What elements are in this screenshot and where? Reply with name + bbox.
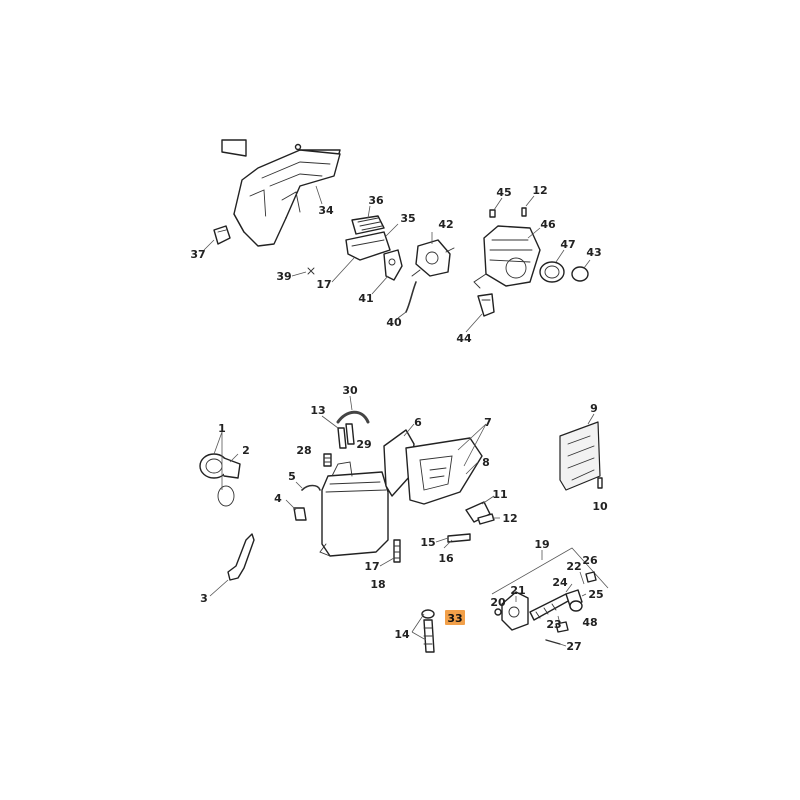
callout-18: 18: [370, 578, 385, 591]
callout-12-top: 12: [532, 184, 547, 197]
callout-47: 47: [560, 238, 575, 251]
callout-43: 43: [586, 246, 601, 259]
callout-21: 21: [510, 584, 525, 597]
callout-20: 20: [490, 596, 506, 609]
callout-15: 15: [420, 536, 435, 549]
callout-44: 44: [456, 332, 472, 345]
callout-17-top: 17: [316, 278, 331, 291]
callout-42: 42: [438, 218, 453, 231]
callout-4: 4: [274, 492, 282, 505]
callout-34: 34: [318, 204, 334, 217]
callout-12-bottom: 12: [502, 512, 517, 525]
callout-24: 24: [552, 576, 568, 589]
oil-pump-plate-part[interactable]: [501, 591, 529, 631]
callout-9: 9: [590, 402, 598, 415]
callout-5: 5: [288, 470, 296, 483]
callout-41: 41: [358, 292, 373, 305]
callout-37: 37: [190, 248, 205, 261]
callout-17-bottom: 17: [364, 560, 379, 573]
screw-45-part[interactable]: [489, 209, 496, 218]
bracket-part[interactable]: [383, 249, 403, 281]
callout-33-highlighted[interactable]: 33: [445, 610, 465, 625]
pin-15-part[interactable]: [447, 533, 471, 543]
bolt-17-part[interactable]: [393, 539, 401, 563]
carburetor-part[interactable]: [411, 239, 455, 277]
screw-10-part[interactable]: [597, 477, 603, 489]
callout-28: 28: [296, 444, 311, 457]
callout-39: 39: [276, 270, 291, 283]
callout-11: 11: [492, 488, 507, 501]
callout-3: 3: [200, 592, 208, 605]
callout-6: 6: [414, 416, 422, 429]
callout-22: 22: [566, 560, 581, 573]
callout-46: 46: [540, 218, 556, 231]
callout-29: 29: [356, 438, 371, 451]
callout-10: 10: [592, 500, 608, 513]
callout-35: 35: [400, 212, 415, 225]
screw-12-top-part[interactable]: [521, 207, 527, 217]
piston-ring-part[interactable]: [571, 266, 589, 282]
callout-26: 26: [582, 554, 598, 567]
callout-13: 13: [310, 404, 325, 417]
cylinder-part[interactable]: [473, 225, 541, 289]
callout-25: 25: [588, 588, 603, 601]
oil-hose-part[interactable]: [421, 609, 435, 653]
small-screw-part[interactable]: [307, 267, 315, 275]
hose-part[interactable]: [405, 281, 417, 313]
clip-part[interactable]: [213, 225, 231, 245]
side-plate-part[interactable]: [559, 421, 601, 491]
filter-housing-part[interactable]: [345, 231, 391, 261]
callout-48: 48: [582, 616, 597, 629]
callout-30: 30: [342, 384, 358, 397]
callout-19: 19: [534, 538, 549, 551]
piston-part[interactable]: [539, 261, 565, 283]
screw-12-bottom-part[interactable]: [477, 513, 495, 525]
pin-27-part[interactable]: [545, 639, 561, 645]
crankcase-body-part[interactable]: [319, 429, 483, 557]
pin-13-part[interactable]: [337, 423, 355, 449]
highlight-box: [445, 610, 465, 625]
fuel-filter-part[interactable]: [293, 507, 307, 521]
callout-2: 2: [242, 444, 250, 457]
callout-36: 36: [368, 194, 384, 207]
callout-1: 1: [218, 422, 226, 435]
callout-23: 23: [546, 618, 561, 631]
fuel-hose-part[interactable]: [301, 484, 321, 491]
callout-40: 40: [386, 316, 402, 329]
lever-part[interactable]: [477, 293, 495, 317]
screw-28-part[interactable]: [323, 453, 332, 467]
fuel-cap-part[interactable]: [199, 453, 241, 507]
screw-20-part[interactable]: [494, 608, 502, 616]
callout-33: 33: [447, 612, 462, 625]
callout-45: 45: [496, 186, 511, 199]
arc-hose-part[interactable]: [336, 410, 370, 424]
top-cover-part[interactable]: [221, 139, 341, 247]
callout-27: 27: [566, 640, 581, 653]
control-lever-part[interactable]: [227, 533, 255, 581]
callout-14: 14: [394, 628, 410, 641]
callout-7: 7: [484, 416, 492, 429]
oil-pump-shaft-part[interactable]: [529, 571, 597, 633]
callout-16: 16: [438, 552, 454, 565]
air-filter-part[interactable]: [351, 215, 385, 235]
callout-8: 8: [482, 456, 490, 469]
